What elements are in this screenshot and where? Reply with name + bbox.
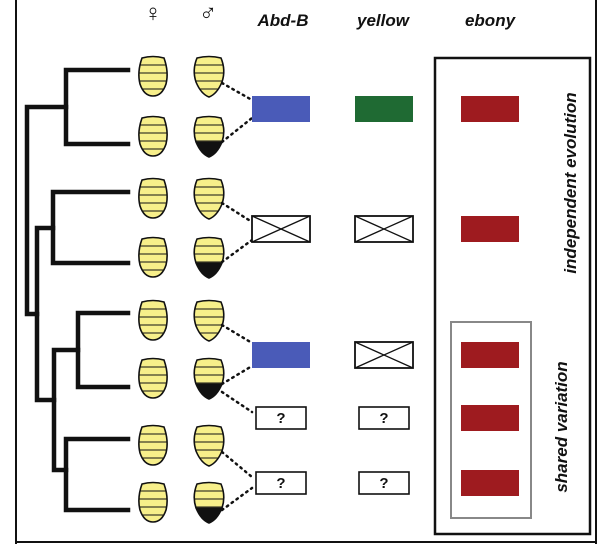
connector-line: [220, 201, 254, 224]
male-abdomen: [193, 55, 225, 98]
absent-marker: [251, 215, 311, 243]
tree-branch: [63, 436, 131, 513]
connector-line: [220, 450, 254, 479]
female-abdomen: [138, 481, 168, 523]
pigmented-segment: [194, 507, 224, 523]
female-abdomen: [138, 55, 168, 97]
abdomen-outline: [138, 481, 168, 523]
unknown-box: [358, 471, 410, 495]
male-abdomen: [193, 357, 225, 400]
connector-line: [220, 116, 254, 144]
connector-line: [220, 390, 254, 414]
abdomen-outline: [193, 299, 225, 342]
phylogenetic-tree: [24, 67, 131, 513]
female-symbol: ♀: [144, 0, 162, 27]
unknown-box: [358, 406, 410, 430]
unknown-marker: ?: [358, 471, 410, 495]
female-abdomen: [138, 115, 168, 157]
ebony-expression-marker: [461, 216, 519, 242]
abdb-expression-marker: [252, 96, 310, 122]
absent-cross: [354, 215, 414, 243]
gene-markers: ????: [251, 96, 519, 496]
tree-branch: [34, 225, 57, 403]
abdomen-outline: [138, 299, 168, 341]
male-abdomen: [193, 115, 225, 158]
abdb-header: Abd-B: [257, 11, 309, 30]
abdb-expression-marker: [252, 342, 310, 368]
unknown-marker: ?: [255, 406, 307, 430]
abdomen-panel: [138, 55, 225, 524]
abdomen-outline: [138, 357, 168, 399]
connector-lines: [220, 81, 254, 512]
abdomen-outline: [193, 115, 225, 158]
pigmented-segment: [194, 383, 224, 399]
female-abdomen: [138, 299, 168, 341]
tree-branch: [75, 310, 131, 390]
ebony-expression-marker: [461, 470, 519, 496]
connector-line: [220, 323, 254, 345]
female-abdomen: [138, 236, 168, 278]
male-symbol: ♂: [199, 0, 217, 27]
absent-marker: [354, 215, 414, 243]
female-abdomen: [138, 357, 168, 399]
connector-line: [220, 238, 254, 264]
yellow-expression-marker: [355, 96, 413, 122]
unknown-mark: ?: [379, 410, 388, 427]
unknown-mark: ?: [276, 410, 285, 427]
shared-variation-label: shared variation: [552, 361, 571, 492]
tree-branch: [50, 189, 131, 266]
unknown-mark: ?: [276, 475, 285, 492]
tree-branch: [24, 104, 69, 317]
connector-line: [220, 364, 254, 386]
unknown-marker: ?: [255, 471, 307, 495]
abdomen-outline: [193, 236, 225, 279]
ebony-expression-marker: [461, 405, 519, 431]
connector-line: [220, 81, 254, 102]
pigmented-segment: [194, 262, 224, 278]
abdomen-outline: [138, 424, 168, 466]
abdomen-outline: [193, 357, 225, 400]
absent-cross: [251, 215, 311, 243]
abdomen-outline: [193, 481, 225, 524]
abdomen-outline: [193, 424, 225, 467]
independent-evolution-label: independent evolution: [561, 92, 580, 273]
unknown-box: [255, 406, 307, 430]
abdomen-outline: [138, 177, 168, 219]
abdomen-outline: [138, 55, 168, 97]
yellow-header: yellow: [356, 11, 411, 30]
abdomen-outline: [193, 55, 225, 98]
pigmented-segment: [194, 141, 224, 157]
male-abdomen: [193, 236, 225, 279]
abdomen-outline: [193, 177, 225, 220]
connector-line: [220, 486, 254, 512]
tree-branch: [51, 347, 81, 473]
male-abdomen: [193, 424, 225, 467]
tree-branch: [63, 67, 131, 147]
absent-cross: [354, 341, 414, 369]
abdomen-outline: [138, 236, 168, 278]
unknown-mark: ?: [379, 475, 388, 492]
unknown-box: [255, 471, 307, 495]
abdomen-outline: [138, 115, 168, 157]
unknown-marker: ?: [358, 406, 410, 430]
ebony-expression-marker: [461, 96, 519, 122]
shared-variation-box: [450, 321, 532, 519]
female-abdomen: [138, 424, 168, 466]
male-abdomen: [193, 481, 225, 524]
male-abdomen: [193, 299, 225, 342]
ebony-header: ebony: [465, 11, 517, 30]
male-abdomen: [193, 177, 225, 220]
ebony-expression-marker: [461, 342, 519, 368]
absent-marker: [354, 341, 414, 369]
female-abdomen: [138, 177, 168, 219]
independent-evolution-box: [433, 56, 592, 536]
